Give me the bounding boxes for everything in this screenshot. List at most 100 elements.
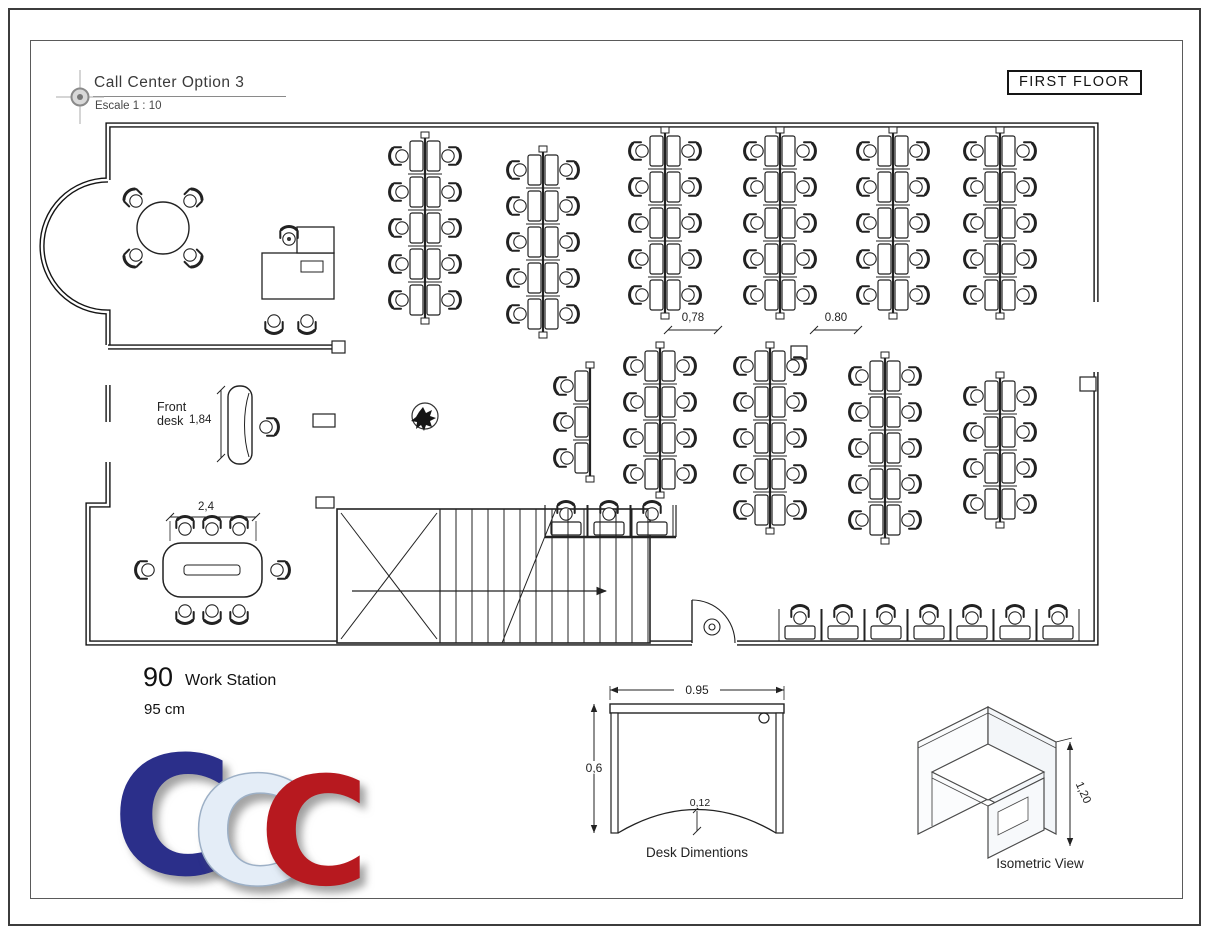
workstation	[1002, 280, 1035, 310]
column	[312, 413, 336, 428]
wall-cap	[995, 312, 1005, 320]
chair	[201, 515, 223, 537]
workstation	[782, 208, 815, 238]
workstation	[772, 423, 805, 453]
workstation	[508, 227, 541, 257]
workstation	[390, 213, 423, 243]
workstation-count-label: Work Station	[185, 672, 277, 689]
entry-door	[691, 599, 736, 644]
wall-cap	[538, 145, 548, 153]
workstation	[1002, 244, 1035, 274]
workstation	[965, 280, 998, 310]
workstation	[1002, 489, 1035, 519]
workstation	[782, 280, 815, 310]
workstation	[828, 606, 858, 639]
workstation	[735, 495, 768, 525]
workstation	[662, 459, 695, 489]
page-title: Call Center Option 3	[94, 74, 245, 91]
wall-cap	[538, 331, 548, 339]
workstation	[735, 459, 768, 489]
workstation	[1002, 172, 1035, 202]
workstation	[555, 371, 588, 401]
workstation	[957, 606, 987, 639]
workstation	[772, 459, 805, 489]
dim-desk-depth: 0,6	[586, 761, 603, 775]
desk-size-label: 95 cm	[144, 701, 185, 718]
wall-cap	[585, 361, 595, 369]
dim-aisle-2: 0.80	[825, 312, 847, 324]
reception-desk-return	[296, 226, 335, 254]
logo-letter-1: C	[112, 721, 234, 913]
workstation	[1002, 208, 1035, 238]
wall-cap	[888, 126, 898, 134]
front-desk-area: Front desk 1,84	[157, 385, 280, 465]
keyboard	[300, 260, 324, 273]
chair	[174, 603, 196, 625]
wall-cap	[775, 126, 785, 134]
logo-letter-2: C	[190, 746, 302, 920]
wall-cap	[995, 371, 1005, 379]
dim-desk-cutout: 0,12	[690, 797, 711, 809]
workstation	[662, 423, 695, 453]
workstation	[782, 136, 815, 166]
logo-letter-3: C	[259, 746, 370, 920]
chair	[201, 603, 223, 625]
workstation	[735, 387, 768, 417]
workstation	[390, 177, 423, 207]
chair	[228, 603, 250, 625]
chair	[228, 515, 250, 537]
wall-cap	[775, 312, 785, 320]
workstation	[555, 443, 588, 473]
workstation	[782, 172, 815, 202]
workstation	[895, 172, 928, 202]
workstation	[850, 469, 883, 499]
wall-cap	[995, 126, 1005, 134]
front-desk	[227, 385, 253, 465]
workstation	[871, 606, 901, 639]
columns	[312, 345, 1097, 509]
chair	[119, 242, 149, 272]
workstation	[745, 280, 778, 310]
wall-cap	[880, 537, 890, 545]
workstation	[965, 489, 998, 519]
sheet-inner-border	[30, 40, 1183, 899]
crosshair-symbol	[56, 70, 104, 124]
workstation	[625, 351, 658, 381]
conference-area	[134, 515, 291, 625]
round-table	[136, 201, 190, 255]
front-desk-curve	[244, 392, 250, 458]
plan-dimensions: 0,78 0.80 2,4	[165, 312, 863, 541]
wall-cap	[888, 312, 898, 320]
workstation-count: 90	[143, 662, 174, 692]
workstation	[625, 387, 658, 417]
workstation	[965, 453, 998, 483]
workstation	[895, 244, 928, 274]
workstation	[858, 280, 891, 310]
workstation	[508, 155, 541, 185]
workstation	[858, 136, 891, 166]
workstation	[555, 407, 588, 437]
door-swing-arc	[691, 599, 736, 644]
chair	[177, 242, 207, 272]
workstation	[1002, 453, 1035, 483]
workstation	[1002, 417, 1035, 447]
chair	[177, 184, 207, 214]
reception-area	[261, 225, 335, 335]
workstation	[545, 191, 578, 221]
workstation	[427, 213, 460, 243]
isometric-caption: Isometric View	[996, 856, 1084, 871]
workstation	[887, 397, 920, 427]
isometric-view-diagram: 1,20 Isometric View	[917, 706, 1093, 871]
workstation	[914, 606, 944, 639]
wall-cap	[585, 475, 595, 483]
workstation	[735, 351, 768, 381]
workstation	[745, 244, 778, 274]
workstation	[630, 172, 663, 202]
guest-chair	[263, 313, 285, 335]
chair	[269, 559, 291, 581]
workstation	[965, 208, 998, 238]
workstation	[630, 136, 663, 166]
workstation	[887, 505, 920, 535]
title-underline	[93, 96, 286, 97]
plant	[411, 402, 439, 431]
